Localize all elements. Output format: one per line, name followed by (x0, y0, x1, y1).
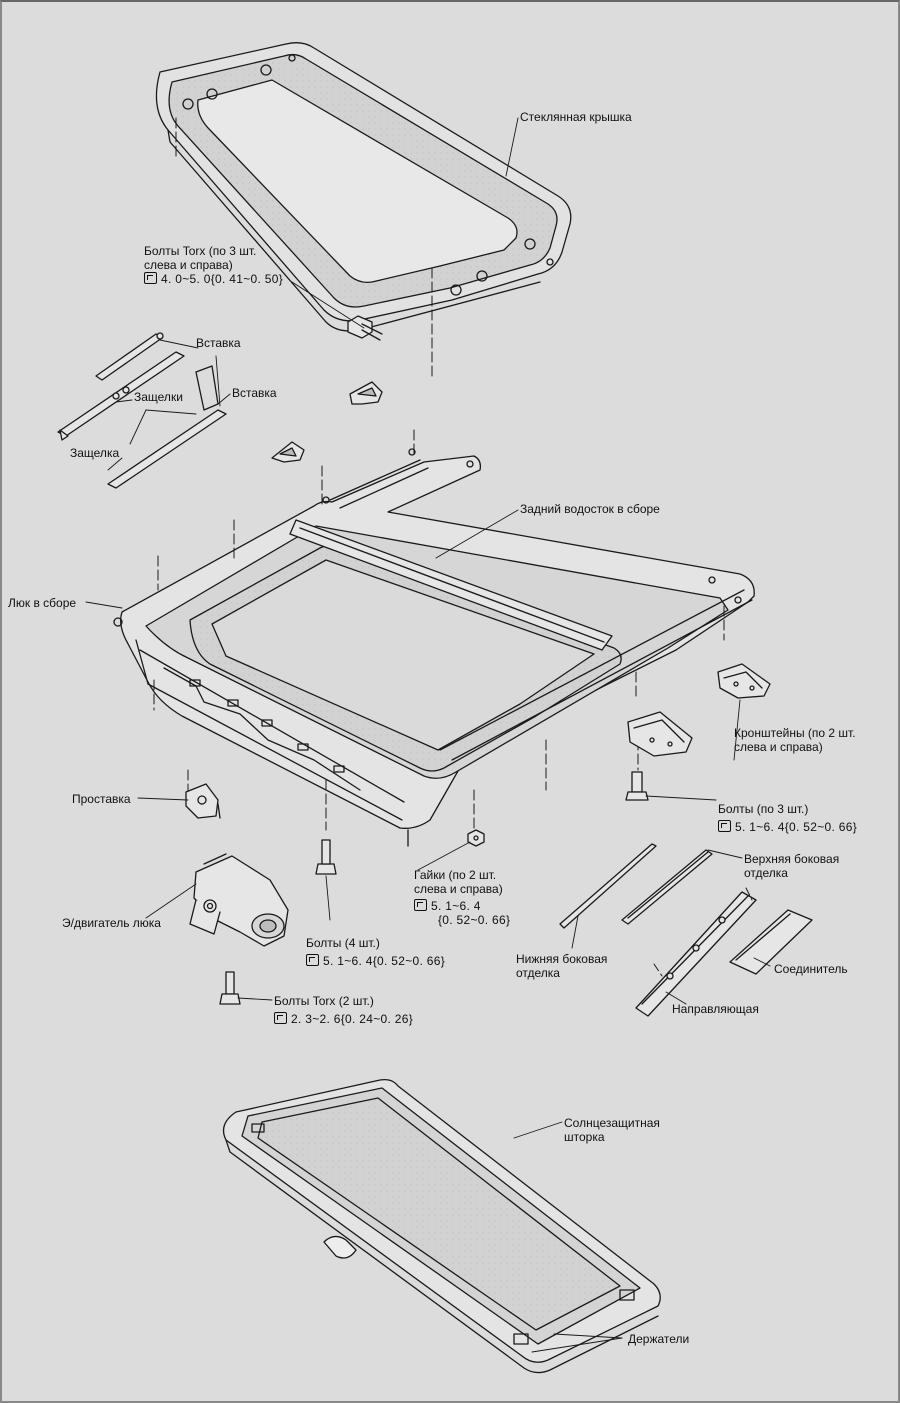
label-latch: Защелка (70, 446, 120, 460)
label-upper-trim: Верхняя боковая отделка (744, 852, 840, 880)
bolt-center (315, 839, 337, 875)
label-spacer: Проставка (72, 792, 131, 806)
bracket-upper (717, 663, 771, 699)
label-latches: Защелки (134, 390, 183, 404)
bolt-right (625, 771, 649, 801)
torque-wrench-icon (144, 272, 157, 284)
upper-side-trim (621, 849, 713, 925)
leader-lines (85, 117, 771, 1353)
torx-bolt-bottom (219, 971, 241, 1005)
label-nuts: Гайки (по 2 шт. слева и справа) 5. 1~6. … (414, 868, 511, 927)
spacer-part (185, 783, 221, 819)
label-holders: Держатели (628, 1332, 690, 1346)
label-insert-2: Вставка (232, 386, 277, 400)
label-lower-trim: Нижняя боковая отделка (516, 952, 608, 980)
sunroof-frame-assembly (113, 448, 755, 847)
label-bolts-3: Болты (по 3 шт.) 5. 1~6. 4{0. 52~0. 66} (718, 802, 858, 834)
label-rear-drain: Задний водосток в сборе (520, 502, 660, 516)
label-sunshade: Солнцезащитная шторка (564, 1116, 660, 1144)
torque-wrench-icon (414, 899, 427, 911)
nut (467, 829, 485, 847)
glass-lid-part (155, 42, 572, 332)
label-bolts-4: Болты (4 шт.) 5. 1~6. 4{0. 52~0. 66} (306, 936, 446, 968)
guide-part (635, 891, 757, 1017)
label-brackets: Кронштейны (по 2 шт. слева и справа) (734, 726, 856, 754)
torque-wrench-icon (306, 954, 319, 966)
label-torx-bolts-bottom: Болты Torx (2 шт.) 2. 3~2. 6{0. 24~0. 26… (274, 994, 414, 1026)
connector-part (729, 909, 813, 975)
label-connector: Соединитель (774, 962, 848, 976)
lower-side-trim (559, 843, 657, 929)
label-insert-1: Вставка (196, 336, 241, 350)
label-sunroof-assy: Люк в сборе (8, 596, 77, 610)
bracket-lower (627, 711, 693, 757)
clip-2 (271, 441, 305, 463)
clip-1 (349, 381, 383, 405)
sunroof-motor (189, 853, 289, 947)
inserts-and-latches (57, 332, 227, 489)
label-guide: Направляющая (672, 1002, 759, 1016)
label-motor: Э/двигатель люка (62, 916, 161, 930)
torque-wrench-icon (718, 820, 731, 832)
torque-wrench-icon (274, 1012, 287, 1024)
sunshade-part (222, 1078, 661, 1374)
label-torx-bolts-top: Болты Torx (по 3 шт. слева и справа) 4. … (144, 244, 284, 286)
label-glass-lid: Стеклянная крышка (520, 110, 632, 124)
